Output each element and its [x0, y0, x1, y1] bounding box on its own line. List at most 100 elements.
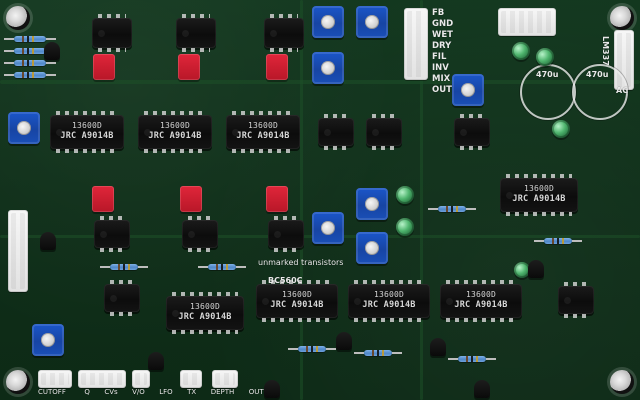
io-label: FIL	[432, 52, 447, 62]
pcb-trace	[300, 0, 303, 400]
ic-label-top: 13600D	[159, 121, 191, 130]
bottom-label: V/O	[132, 388, 145, 396]
pcb-trace	[420, 0, 423, 400]
red-capacitor	[92, 186, 114, 212]
bottom-label: CUTOFF	[38, 388, 66, 396]
io-label: WET	[432, 30, 453, 40]
ic-chip	[104, 280, 140, 316]
resistor	[354, 350, 402, 356]
resistor	[198, 264, 246, 270]
ic-label-top: 13600D	[373, 290, 405, 299]
mounting-hole	[610, 6, 634, 30]
ic-chip	[264, 14, 304, 52]
transistor	[44, 42, 60, 60]
bottom-label: DEPTH	[210, 388, 235, 396]
ic-label-top: 13600D	[189, 302, 221, 311]
resistor	[288, 346, 336, 352]
left-header	[8, 210, 28, 292]
transistor	[474, 380, 490, 398]
ota-chip: 13600D JRC A9014B	[348, 280, 430, 322]
ic-chip	[182, 216, 218, 252]
resistor	[448, 356, 496, 362]
mounting-hole	[6, 370, 30, 394]
io-header	[404, 8, 428, 80]
ota-chip: 13600D JRC A9014B	[500, 174, 578, 216]
blue-trimmer	[452, 74, 484, 106]
transistor	[264, 380, 280, 398]
ic-label-top: 13600D	[247, 121, 279, 130]
blue-trimmer	[8, 112, 40, 144]
electrolytic-capacitor	[512, 42, 530, 60]
transistor	[148, 352, 164, 370]
ic-label-bottom: JRC A9014B	[178, 312, 232, 322]
ota-chip: 13600D JRC A9014B	[226, 111, 300, 153]
transistor	[336, 332, 352, 350]
ic-chip	[366, 114, 402, 150]
bottom-header	[78, 370, 126, 388]
electrolytic-capacitor	[396, 186, 414, 204]
mounting-hole	[6, 6, 30, 30]
ic-label-bottom: JRC A9014B	[454, 300, 508, 310]
electrolytic-capacitor	[514, 262, 530, 278]
bottom-header	[212, 370, 238, 388]
resistor	[534, 238, 582, 244]
ic-label-bottom: JRC A9014B	[60, 131, 114, 141]
ic-label-top: 13600D	[523, 184, 555, 193]
ic-chip	[558, 282, 594, 318]
ic-chip	[176, 14, 216, 52]
ic-label-bottom: JRC A9014B	[512, 194, 566, 204]
ic-chip	[268, 216, 304, 252]
power-header	[498, 8, 556, 36]
blue-trimmer	[356, 232, 388, 264]
blue-trimmer	[312, 6, 344, 38]
ic-chip	[92, 14, 132, 52]
resistor	[428, 206, 476, 212]
ota-chip: 13600D JRC A9014B	[50, 111, 124, 153]
mounting-hole	[610, 370, 634, 394]
io-label: DRY	[432, 41, 452, 51]
resistor	[4, 72, 56, 78]
large-capacitor-outline	[572, 64, 628, 120]
ic-label-top: 13600D	[71, 121, 103, 130]
transistor	[528, 260, 544, 278]
resistor	[100, 264, 148, 270]
io-label: GND	[432, 19, 454, 29]
annotation-bc560c: BC560C	[268, 276, 303, 285]
red-capacitor	[93, 54, 115, 80]
red-capacitor	[180, 186, 202, 212]
power-label: LM337	[601, 36, 610, 66]
resistor	[4, 36, 56, 42]
ic-label-top: 13600D	[281, 290, 313, 299]
ota-chip: 13600D JRC A9014B	[440, 280, 522, 322]
red-capacitor	[178, 54, 200, 80]
ic-chip	[454, 114, 490, 150]
bottom-label: TX	[187, 388, 197, 396]
blue-trimmer	[312, 52, 344, 84]
red-capacitor	[266, 186, 288, 212]
ic-label-bottom: JRC A9014B	[148, 131, 202, 141]
ic-label-top: 13600D	[465, 290, 497, 299]
blue-trimmer	[356, 6, 388, 38]
power-label: AC	[616, 86, 629, 95]
bottom-labels: CUTOFF Q CVs V/O LFO TX DEPTH OUTPUT	[38, 388, 277, 397]
resistor	[4, 60, 56, 66]
electrolytic-capacitor	[552, 120, 570, 138]
annotation-unmarked-transistors: unmarked transistors	[258, 258, 344, 267]
blue-trimmer	[32, 324, 64, 356]
transistor	[430, 338, 446, 356]
electrolytic-capacitor	[396, 218, 414, 236]
red-capacitor	[266, 54, 288, 80]
ota-chip: 13600D JRC A9014B	[166, 292, 244, 334]
io-label: INV	[432, 63, 449, 73]
io-label: FB	[432, 8, 445, 18]
ic-chip	[94, 216, 130, 252]
ic-label-bottom: JRC A9014B	[236, 131, 290, 141]
cap-label: 470u	[586, 70, 609, 79]
bottom-label: CVs	[104, 388, 118, 396]
io-labels: FB GND WET DRY FIL INV MIX OUT	[432, 8, 453, 96]
bottom-header	[180, 370, 202, 388]
io-label: MIX	[432, 74, 451, 84]
bottom-header	[132, 370, 150, 388]
transistor	[40, 232, 56, 250]
